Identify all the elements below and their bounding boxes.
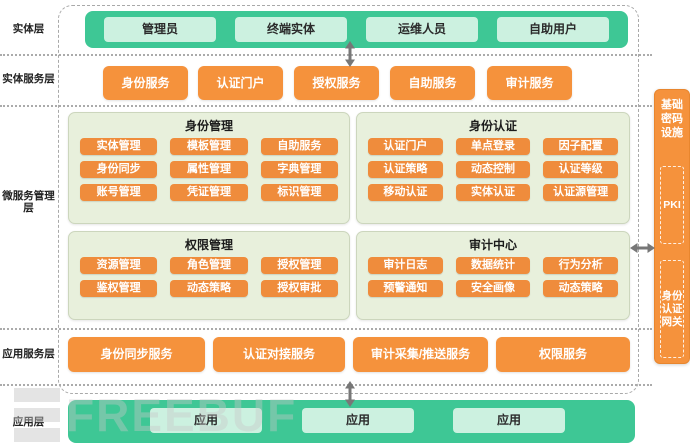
panel-chip: 字典管理	[260, 161, 338, 178]
panel-chip: 数据统计	[455, 257, 531, 274]
vertical-double-arrow-icon	[345, 381, 355, 407]
panel-chip: 实体管理	[80, 138, 158, 155]
crypto-infrastructure-column: 基础密码设施 PKI 身份认证网关	[654, 89, 690, 364]
panel-chip: 授权管理	[260, 257, 338, 274]
panel-chip: 鉴权管理	[80, 280, 158, 297]
panel-chip: 审计日志	[368, 257, 443, 274]
app-box: 应用	[302, 408, 414, 433]
entity-box: 自助用户	[497, 17, 609, 42]
vertical-double-arrow-icon	[345, 41, 355, 67]
panel-chip: 认证门户	[368, 138, 443, 155]
app-box: 应用	[150, 408, 262, 433]
panel-chip: 认证等级	[543, 161, 618, 178]
panel-chip: 预警通知	[368, 280, 443, 297]
service-box: 审计服务	[487, 66, 572, 100]
service-box: 身份服务	[103, 66, 188, 100]
panel-title: 审计中心	[468, 238, 517, 252]
panel-chip: 动态策略	[170, 280, 248, 297]
layer-label-microservice: 微服务管理层	[2, 190, 55, 214]
panel-chip: 自助服务	[260, 138, 338, 155]
panel-chip: 标识管理	[260, 184, 338, 201]
entity-box: 运维人员	[366, 17, 478, 42]
entity-box: 管理员	[104, 17, 216, 42]
panel-title: 权限管理	[184, 238, 233, 252]
panel-chip: 角色管理	[170, 257, 248, 274]
layer-label-app-service: 应用服务层	[2, 348, 55, 360]
panel-title: 身份认证	[468, 119, 517, 133]
service-box: 认证门户	[198, 66, 283, 100]
layer-separator	[0, 384, 652, 386]
service-box: 授权服务	[294, 66, 379, 100]
app-layer-bar: 应用 应用 应用	[68, 400, 635, 443]
panel-chip: 凭证管理	[170, 184, 248, 201]
panel-chip: 资源管理	[80, 257, 158, 274]
panel-chip: 属性管理	[170, 161, 248, 178]
panel-permission-management: 权限管理 资源管理 角色管理 授权管理 鉴权管理 动态策略 授权审批	[68, 231, 350, 320]
panel-chip: 移动认证	[368, 184, 443, 201]
service-box: 身份同步服务	[68, 337, 205, 372]
panel-identity-management: 身份管理 实体管理 模板管理 自助服务 身份同步 属性管理 字典管理 账号管理 …	[68, 112, 350, 224]
service-box: 权限服务	[496, 337, 630, 372]
identity-auth-gateway-box: 身份认证网关	[660, 260, 684, 358]
panel-chip: 单点登录	[455, 138, 531, 155]
pki-box: PKI	[660, 166, 684, 244]
crypto-column-title: 基础密码设施	[661, 99, 683, 139]
horizontal-double-arrow-icon	[630, 243, 655, 253]
layer-separator	[0, 328, 652, 330]
panel-chip: 实体认证	[455, 184, 531, 201]
app-box: 应用	[453, 408, 565, 433]
layer-separator	[0, 105, 652, 107]
panel-chip: 动态控制	[455, 161, 531, 178]
panel-chip: 认证源管理	[543, 184, 618, 201]
panel-chip: 账号管理	[80, 184, 158, 201]
service-box: 认证对接服务	[213, 337, 345, 372]
panel-audit-center: 审计中心 审计日志 数据统计 行为分析 预警通知 安全画像 动态策略	[356, 231, 630, 320]
panel-chip: 模板管理	[170, 138, 248, 155]
panel-chip: 认证策略	[368, 161, 443, 178]
panel-title: 身份管理	[184, 119, 233, 133]
panel-chip: 身份同步	[80, 161, 158, 178]
panel-chip: 动态策略	[543, 280, 618, 297]
panel-chip: 授权审批	[260, 280, 338, 297]
service-box: 审计采集/推送服务	[353, 337, 488, 372]
panel-chip: 因子配置	[543, 138, 618, 155]
layer-label-entity-service: 实体服务层	[2, 73, 55, 85]
panel-chip: 行为分析	[543, 257, 618, 274]
entity-layer-bar: 管理员 终端实体 运维人员 自助用户	[85, 11, 628, 48]
panel-identity-authentication: 身份认证 认证门户 单点登录 因子配置 认证策略 动态控制 认证等级 移动认证 …	[356, 112, 630, 224]
panel-chip: 安全画像	[455, 280, 531, 297]
service-box: 自助服务	[390, 66, 475, 100]
freebuf-logo-icon	[14, 388, 60, 442]
entity-box: 终端实体	[235, 17, 347, 42]
layer-label-entity: 实体层	[12, 23, 45, 35]
layer-label-app: 应用层	[12, 416, 45, 428]
layer-separator	[0, 54, 652, 56]
